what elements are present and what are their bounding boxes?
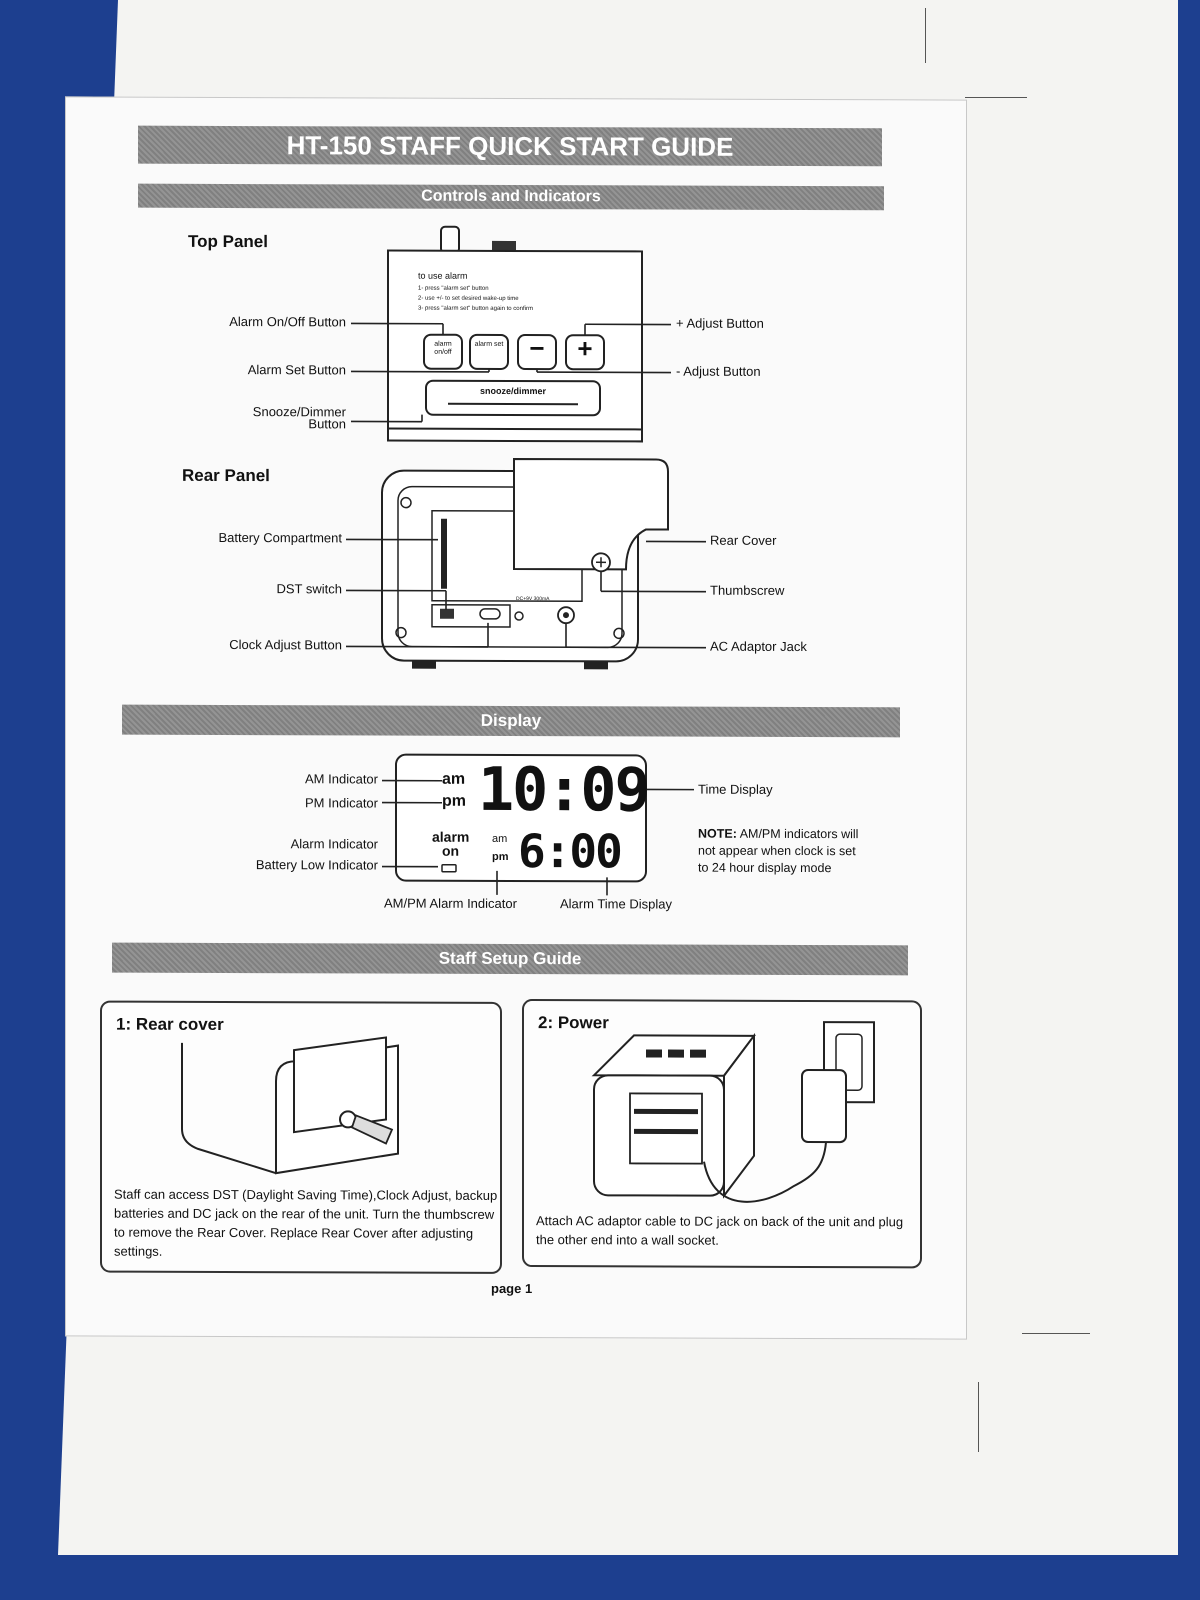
crop-mark bbox=[1022, 1333, 1090, 1334]
label-pm-indicator: PM Indicator bbox=[305, 795, 378, 811]
step-2-card: 2: Power Attach AC adaptor cable to DC j… bbox=[522, 999, 922, 1269]
page-number: page 1 bbox=[491, 1280, 533, 1297]
power-illustration bbox=[591, 1021, 875, 1203]
alarm-indicator-line2: on bbox=[442, 842, 460, 859]
time-display: 10:09 bbox=[478, 754, 649, 826]
step-1-text: Staff can access DST (Daylight Saving Ti… bbox=[114, 1186, 498, 1259]
alarm-pm-indicator: pm bbox=[492, 850, 509, 863]
alarm-am-indicator: am bbox=[492, 832, 508, 845]
alarm-time-display: 6:00 bbox=[518, 824, 621, 879]
rear-panel-diagram bbox=[346, 457, 706, 670]
crop-mark bbox=[978, 1382, 979, 1452]
label-alarm-indicator: Alarm Indicator bbox=[290, 836, 378, 852]
step-1-card: 1: Rear cover Staff can access DST (Dayl… bbox=[100, 1000, 502, 1274]
step-2-text: Attach AC adaptor cable to DC jack on ba… bbox=[536, 1213, 904, 1248]
label-battery-low: Battery Low Indicator bbox=[255, 857, 378, 873]
note-line-3: to 24 hour display mode bbox=[698, 860, 832, 876]
crop-mark bbox=[925, 8, 926, 63]
note-line-2: not appear when clock is set bbox=[698, 843, 856, 859]
display-note: NOTE: AM/PM indicators will not appear w… bbox=[698, 826, 858, 878]
label-alarm-time: Alarm Time Display bbox=[560, 896, 672, 912]
label-ampm-alarm: AM/PM Alarm Indicator bbox=[384, 895, 517, 912]
guide-page: HT-150 STAFF QUICK START GUIDE Controls … bbox=[65, 96, 967, 1340]
top-panel-diagram bbox=[351, 225, 671, 443]
rear-cover-illustration bbox=[181, 1036, 399, 1175]
crop-mark bbox=[965, 97, 1027, 98]
pm-indicator: pm bbox=[442, 792, 466, 810]
note-label: NOTE: bbox=[698, 826, 737, 841]
display-diagram bbox=[382, 753, 694, 896]
step-1-title: 1: Rear cover bbox=[116, 1014, 224, 1034]
label-am-indicator: AM Indicator bbox=[305, 771, 378, 787]
setup-heading: Staff Setup Guide bbox=[112, 942, 908, 976]
label-time-display: Time Display bbox=[698, 781, 773, 797]
am-indicator: am bbox=[442, 770, 466, 788]
note-line-1: AM/PM indicators will bbox=[739, 826, 859, 842]
